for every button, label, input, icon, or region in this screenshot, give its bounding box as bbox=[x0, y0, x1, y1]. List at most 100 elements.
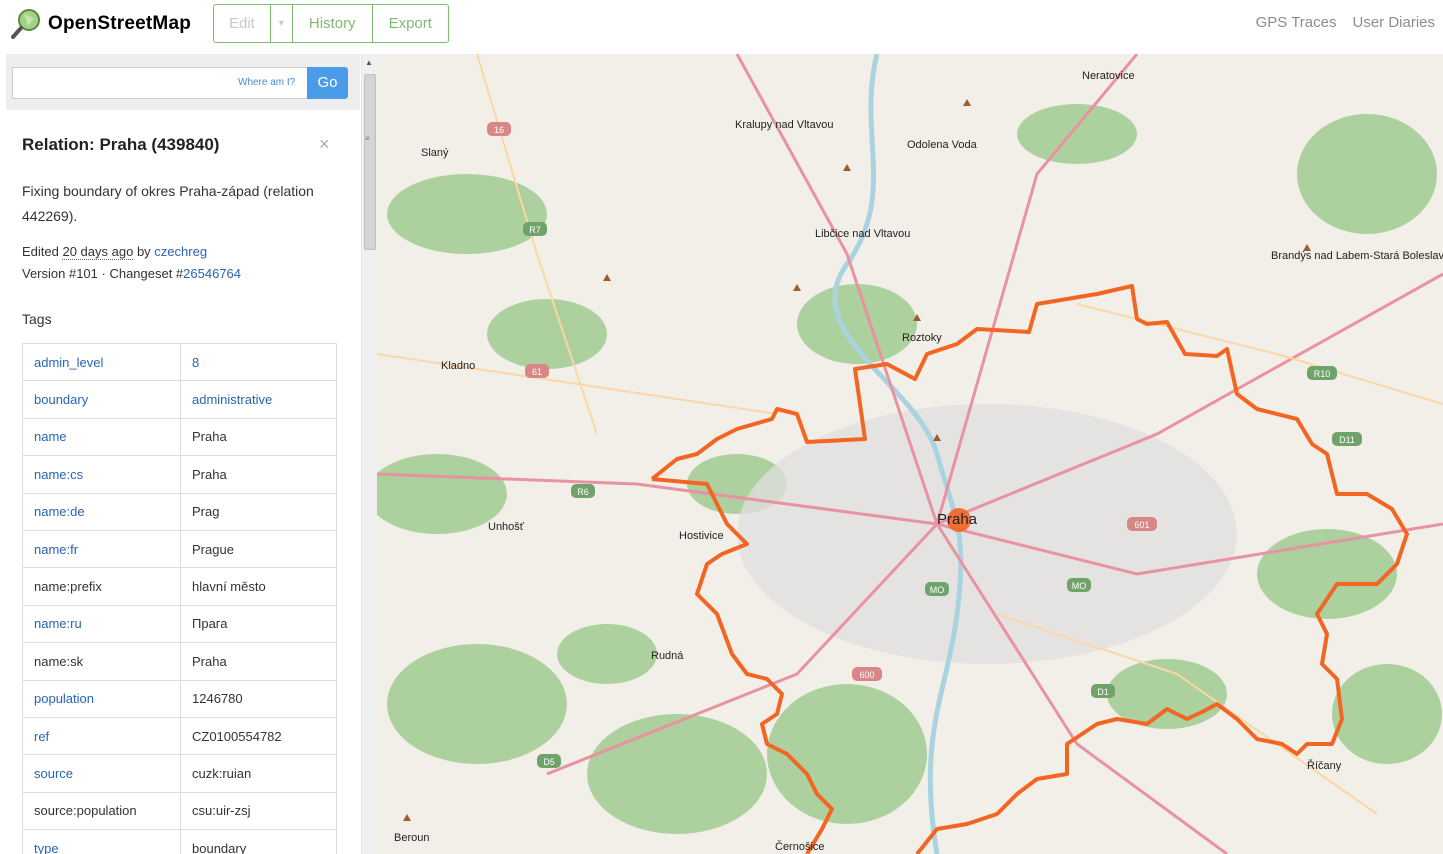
tag-value[interactable]: 8 bbox=[180, 342, 337, 382]
svg-text:D5: D5 bbox=[543, 757, 555, 767]
svg-text:Rudná: Rudná bbox=[651, 650, 684, 662]
svg-text:601: 601 bbox=[1134, 520, 1149, 530]
map-canvas[interactable]: 16 R7 61 R6 601 600 R10 D11 D1 D5 MO MO … bbox=[377, 54, 1443, 854]
tag-value: 1246780 bbox=[180, 679, 337, 718]
scroll-thumb[interactable] bbox=[364, 74, 376, 250]
where-am-i-link[interactable]: Where am I? bbox=[238, 77, 296, 88]
scroll-up-arrow-icon[interactable]: ▲ bbox=[365, 58, 373, 67]
tag-key[interactable]: name:cs bbox=[22, 455, 181, 494]
tag-value: Praha bbox=[180, 417, 337, 457]
user-link[interactable]: czechreg bbox=[154, 244, 208, 259]
tag-value: Prague bbox=[180, 529, 337, 569]
svg-text:61: 61 bbox=[532, 367, 542, 377]
edited-prefix: Edited bbox=[22, 244, 63, 259]
city-boundary bbox=[650, 284, 1409, 854]
version-label: Version #101 · Changeset # bbox=[22, 266, 184, 281]
go-button[interactable]: Go bbox=[307, 67, 348, 99]
svg-text:Praha: Praha bbox=[937, 511, 978, 528]
svg-text:Libčice nad Vltavou: Libčice nad Vltavou bbox=[815, 228, 910, 240]
secondary-nav: GPS Traces User Diaries bbox=[1256, 14, 1435, 31]
sidebar-scrollbar[interactable]: ▲ ≡ bbox=[361, 54, 377, 854]
city-boundary-west bbox=[651, 477, 834, 854]
tag-value: Praha bbox=[180, 642, 337, 681]
svg-text:Roztoky: Roztoky bbox=[902, 332, 942, 344]
tag-key[interactable]: admin_level bbox=[22, 342, 181, 382]
sidebar: Where am I? Go Relation: Praha (439840) … bbox=[0, 54, 377, 854]
svg-text:D1: D1 bbox=[1097, 687, 1109, 697]
tag-key[interactable]: boundary bbox=[22, 380, 181, 419]
nav-button-group: Edit ▾ History Export bbox=[213, 4, 449, 43]
tag-value: Praha bbox=[180, 455, 337, 494]
forest-areas bbox=[377, 104, 1442, 834]
tag-value: Prag bbox=[180, 492, 337, 531]
edit-dropdown-button[interactable]: ▾ bbox=[271, 5, 293, 42]
major-roads bbox=[377, 54, 1443, 854]
tag-key[interactable]: name:de bbox=[22, 492, 181, 531]
location-pin-icon[interactable] bbox=[947, 508, 971, 532]
svg-text:Říčany: Říčany bbox=[1307, 759, 1342, 772]
export-button[interactable]: Export bbox=[388, 15, 432, 32]
tag-key[interactable]: source bbox=[22, 754, 181, 793]
svg-text:Černošice: Černošice bbox=[775, 840, 825, 853]
svg-text:R6: R6 bbox=[577, 487, 589, 497]
tag-value: csu:uir-zsj bbox=[180, 791, 337, 831]
edited-time: 20 days ago bbox=[62, 244, 134, 260]
tag-key[interactable]: population bbox=[22, 679, 181, 718]
tag-key[interactable]: name:fr bbox=[22, 529, 181, 569]
vltava-river bbox=[832, 54, 964, 854]
changeset-comment: Fixing boundary of okres Praha-západ (re… bbox=[22, 183, 314, 224]
history-button[interactable]: History bbox=[293, 5, 373, 42]
svg-text:R7: R7 bbox=[529, 225, 541, 235]
svg-text:Slaný: Slaný bbox=[421, 147, 449, 159]
peak-markers bbox=[403, 99, 1311, 821]
gps-traces-link[interactable]: GPS Traces bbox=[1255, 14, 1337, 31]
osm-logo-icon bbox=[11, 9, 40, 39]
page-title: Relation: Praha (439840) bbox=[22, 135, 220, 154]
place-labels: Neratovice Kralupy nad Vltavou Odolena V… bbox=[394, 70, 1443, 853]
svg-text:Brandýs nad Labem-Stará Bolesl: Brandýs nad Labem-Stará Boleslav bbox=[1271, 250, 1443, 262]
brand-title: OpenStreetMap bbox=[48, 13, 192, 34]
tag-key: name:prefix bbox=[22, 567, 181, 606]
edit-info: Edited 20 days ago by czechreg Version #… bbox=[22, 241, 241, 285]
tag-value[interactable]: administrative bbox=[180, 380, 337, 419]
search-bar: Where am I? Go bbox=[6, 54, 360, 110]
tag-value: boundary bbox=[180, 829, 337, 854]
svg-text:Odolena Voda: Odolena Voda bbox=[907, 139, 978, 151]
svg-text:MO: MO bbox=[1072, 581, 1087, 591]
tag-value: CZ0100554782 bbox=[180, 716, 337, 756]
tag-value: cuzk:ruian bbox=[180, 754, 337, 793]
scroll-grip-icon: ≡ bbox=[365, 134, 370, 143]
svg-text:D11: D11 bbox=[1339, 435, 1355, 445]
tag-key: source:population bbox=[22, 791, 181, 831]
tags-heading: Tags bbox=[22, 311, 52, 327]
map-view[interactable]: 16 R7 61 R6 601 600 R10 D11 D1 D5 MO MO … bbox=[377, 54, 1443, 854]
tag-key: name:sk bbox=[22, 642, 181, 681]
changeset-link[interactable]: 26546764 bbox=[183, 266, 242, 281]
user-diaries-link[interactable]: User Diaries bbox=[1352, 14, 1435, 31]
svg-text:Hostivice: Hostivice bbox=[679, 530, 724, 542]
tag-key[interactable]: type bbox=[22, 829, 181, 854]
search-input[interactable] bbox=[12, 67, 308, 99]
edit-button[interactable]: Edit bbox=[214, 5, 271, 42]
logo[interactable]: OpenStreetMap bbox=[10, 6, 191, 42]
chevron-down-icon: ▾ bbox=[278, 18, 284, 29]
tag-key[interactable]: name:ru bbox=[22, 604, 181, 644]
tag-value: Прага bbox=[180, 604, 337, 644]
close-icon[interactable]: × bbox=[319, 134, 330, 154]
svg-text:Neratovice: Neratovice bbox=[1082, 70, 1135, 82]
edited-by: by bbox=[133, 244, 155, 259]
svg-text:Unhošť: Unhošť bbox=[488, 521, 525, 533]
tag-key[interactable]: ref bbox=[22, 716, 181, 756]
tag-key[interactable]: name bbox=[22, 417, 181, 457]
